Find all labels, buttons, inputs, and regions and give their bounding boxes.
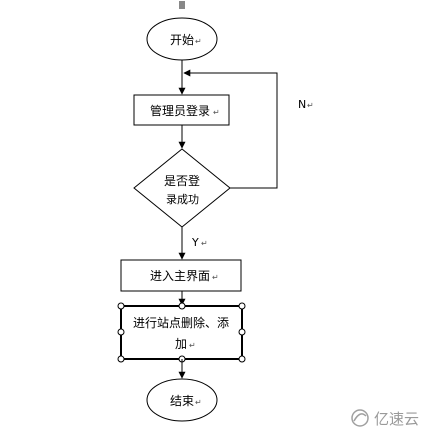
top-anchor-mark [179, 1, 185, 9]
paragraph-mark-icon: ↵ [195, 398, 202, 407]
start-node[interactable]: 开始 ↵ [146, 17, 218, 61]
paragraph-mark-icon: ↵ [189, 341, 196, 350]
watermark: 亿速云 [351, 409, 419, 428]
main-label: 进入主界面 [150, 269, 210, 283]
resize-handle-bottom-right[interactable] [238, 355, 246, 363]
decision-label-line2: 录成功 [166, 193, 199, 206]
resize-handle-right[interactable] [238, 328, 246, 336]
resize-handle-top[interactable] [178, 302, 186, 310]
paragraph-mark-icon: ↵ [201, 239, 208, 248]
yes-label: Y [191, 236, 199, 249]
main-node[interactable]: 进入主界面 ↵ [120, 259, 242, 292]
connector-no-loop [183, 69, 278, 189]
login-label: 管理员登录 [150, 103, 210, 118]
decision-node[interactable]: 是否登 录成功 [133, 148, 231, 228]
resize-handle-top-right[interactable] [238, 302, 246, 310]
end-node[interactable]: 结束 ↵ [146, 378, 218, 422]
paragraph-mark-icon: ↵ [307, 101, 314, 110]
paragraph-mark-icon: ↵ [212, 273, 219, 282]
resize-handle-top-left[interactable] [117, 302, 125, 310]
decision-label-line1: 是否登 [164, 173, 200, 188]
watermark-logo-icon [351, 409, 369, 427]
login-node[interactable]: 管理员登录 ↵ [133, 94, 230, 126]
watermark-text: 亿速云 [374, 410, 419, 428]
end-label: 结束 [170, 394, 194, 408]
no-label: N [298, 98, 306, 111]
resize-handle-left[interactable] [117, 328, 125, 336]
paragraph-mark-icon: ↵ [213, 108, 220, 117]
selection-handles[interactable] [117, 302, 246, 363]
action-label-line1: 进行站点删除、添 [133, 315, 229, 330]
paragraph-mark-icon: ↵ [195, 37, 202, 46]
resize-handle-bottom-left[interactable] [117, 355, 125, 363]
action-node[interactable]: 进行站点删除、添 加 ↵ [120, 305, 243, 360]
action-label-line2: 加 [175, 337, 187, 351]
start-label: 开始 [170, 33, 194, 47]
